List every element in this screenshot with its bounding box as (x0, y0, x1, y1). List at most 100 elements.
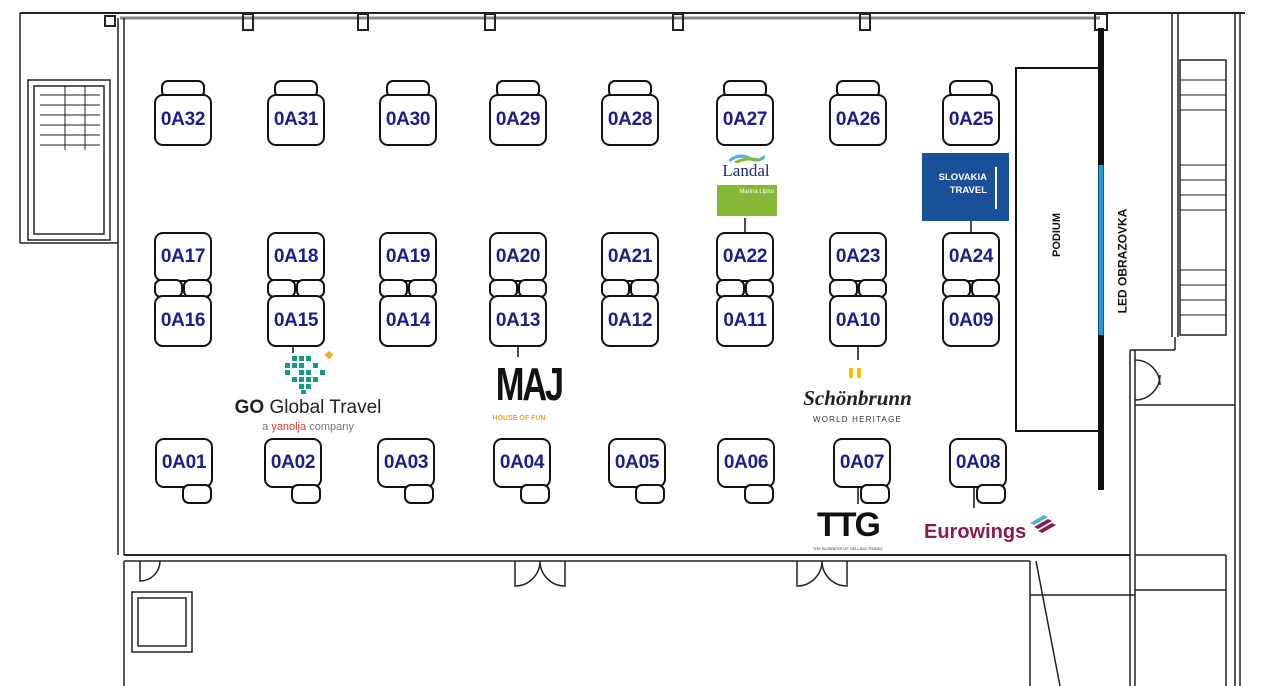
booth-0a26[interactable]: 0A26 (829, 94, 887, 146)
booth-0a22[interactable]: 0A22 (716, 232, 774, 282)
booth-label: 0A07 (839, 452, 885, 473)
booth-label: 0A02 (270, 452, 316, 473)
booth-0a01[interactable]: 0A01 (155, 438, 213, 488)
booth-label: 0A20 (495, 246, 541, 267)
go-sub-b: company (309, 421, 354, 433)
podium-label: PODIUM (1051, 213, 1063, 257)
booth-label: 0A22 (722, 246, 768, 267)
booth-table (744, 484, 774, 504)
eurowings-logo-mark (1030, 515, 1056, 533)
booth-0a09[interactable]: 0A09 (942, 295, 1000, 347)
booth-0a05[interactable]: 0A05 (608, 438, 666, 488)
booth-0a11[interactable]: 0A11 (716, 295, 774, 347)
booth-table (635, 484, 665, 504)
schonbrunn-sub: WORLD HERITAGE (812, 415, 903, 424)
booth-label: 0A26 (835, 109, 881, 130)
go-global-travel-logo[interactable]: GO Global Travel a yanolja company (228, 396, 388, 434)
booth-0a17[interactable]: 0A17 (154, 232, 212, 282)
booth-label: 0A29 (495, 109, 541, 130)
booth-0a15[interactable]: 0A15 (267, 295, 325, 347)
booth-label: 0A19 (385, 246, 431, 267)
go-sub-brand: yanolja (271, 421, 307, 433)
booth-label: 0A31 (273, 109, 319, 130)
booth-label: 0A12 (607, 310, 653, 331)
booth-label: 0A24 (948, 246, 994, 267)
slovakia-line2: TRAVEL (949, 185, 987, 196)
booth-table (404, 484, 434, 504)
schonbrunn-name: Schönbrunn (803, 386, 912, 410)
go-global-logo-mark (285, 356, 325, 394)
booth-0a12[interactable]: 0A12 (601, 295, 659, 347)
booth-0a14[interactable]: 0A14 (379, 295, 437, 347)
booth-0a27[interactable]: 0A27 (716, 94, 774, 146)
booth-0a19[interactable]: 0A19 (379, 232, 437, 282)
booth-0a13[interactable]: 0A13 (489, 295, 547, 347)
booth-table (291, 484, 321, 504)
booth-table (182, 484, 212, 504)
booth-label: 0A01 (161, 452, 207, 473)
booth-label: 0A06 (723, 452, 769, 473)
landal-name: Landal (722, 161, 770, 180)
ttg-sub: THE BUSINESS OF SELLING TRAVEL (812, 546, 884, 551)
booth-0a23[interactable]: 0A23 (829, 232, 887, 282)
booth-label: 0A21 (607, 246, 653, 267)
booth-0a04[interactable]: 0A04 (493, 438, 551, 488)
ttg-name: TTG (817, 506, 881, 544)
booth-0a07[interactable]: 0A07 (833, 438, 891, 488)
maj-name: MAJ (495, 358, 564, 410)
schonbrunn-logo[interactable]: Schönbrunn WORLD HERITAGE (780, 386, 935, 425)
booth-0a24[interactable]: 0A24 (942, 232, 1000, 282)
slovakia-line1: SLOVAKIA (938, 172, 987, 183)
booth-label: 0A18 (273, 246, 319, 267)
booth-0a06[interactable]: 0A06 (717, 438, 775, 488)
booth-table (520, 484, 550, 504)
booth-label: 0A08 (955, 452, 1001, 473)
booth-label: 0A30 (385, 109, 431, 130)
booth-0a21[interactable]: 0A21 (601, 232, 659, 282)
booth-0a29[interactable]: 0A29 (489, 94, 547, 146)
booth-table (976, 484, 1006, 504)
booth-label: 0A11 (723, 310, 767, 331)
eurowings-name: Eurowings (924, 521, 1027, 543)
booth-label: 0A14 (385, 310, 431, 331)
booth-0a31[interactable]: 0A31 (267, 94, 325, 146)
booth-0a32[interactable]: 0A32 (154, 94, 212, 146)
booth-0a03[interactable]: 0A03 (377, 438, 435, 488)
booth-label: 0A17 (160, 246, 206, 267)
eurowings-logo[interactable]: Eurowings (924, 520, 1026, 544)
booth-0a02[interactable]: 0A02 (264, 438, 322, 488)
go-global-name: Global Travel (269, 397, 382, 418)
booth-label: 0A09 (948, 310, 994, 331)
booth-0a28[interactable]: 0A28 (601, 94, 659, 146)
booth-label: 0A10 (835, 310, 881, 331)
booth-label: 0A28 (607, 109, 653, 130)
go-word: GO (234, 397, 265, 418)
booth-0a25[interactable]: 0A25 (942, 94, 1000, 146)
booth-label: 0A05 (614, 452, 660, 473)
booth-label: 0A03 (383, 452, 429, 473)
booth-label: 0A04 (499, 452, 545, 473)
maj-sub: HOUSE OF FUN (492, 415, 546, 422)
booth-0a10[interactable]: 0A10 (829, 295, 887, 347)
booth-label: 0A13 (495, 310, 541, 331)
landal-sub: Marina Lipno (739, 189, 774, 195)
booth-label: 0A27 (722, 109, 768, 130)
booth-label: 0A32 (160, 109, 206, 130)
booth-label: 0A23 (835, 246, 881, 267)
maj-logo[interactable]: MAJ HOUSE OF FUN (488, 356, 565, 423)
booth-label: 0A15 (273, 310, 319, 331)
booth-0a20[interactable]: 0A20 (489, 232, 547, 282)
ttg-logo[interactable]: TTG THE BUSINESS OF SELLING TRAVEL (805, 505, 891, 552)
booth-table (860, 484, 890, 504)
slovakia-travel-logo[interactable]: SLOVAKIA TRAVEL (922, 153, 1009, 221)
booth-0a18[interactable]: 0A18 (267, 232, 325, 282)
booth-0a16[interactable]: 0A16 (154, 295, 212, 347)
booth-label: 0A25 (948, 109, 994, 130)
booth-0a30[interactable]: 0A30 (379, 94, 437, 146)
led-screen-label: LED OBRAZOVKA (1115, 208, 1130, 314)
go-sub-a: a (262, 421, 269, 433)
landal-wave-icon (729, 154, 765, 163)
landal-logo[interactable]: Landal Marina Lipno (715, 153, 777, 216)
booth-0a08[interactable]: 0A08 (949, 438, 1007, 488)
